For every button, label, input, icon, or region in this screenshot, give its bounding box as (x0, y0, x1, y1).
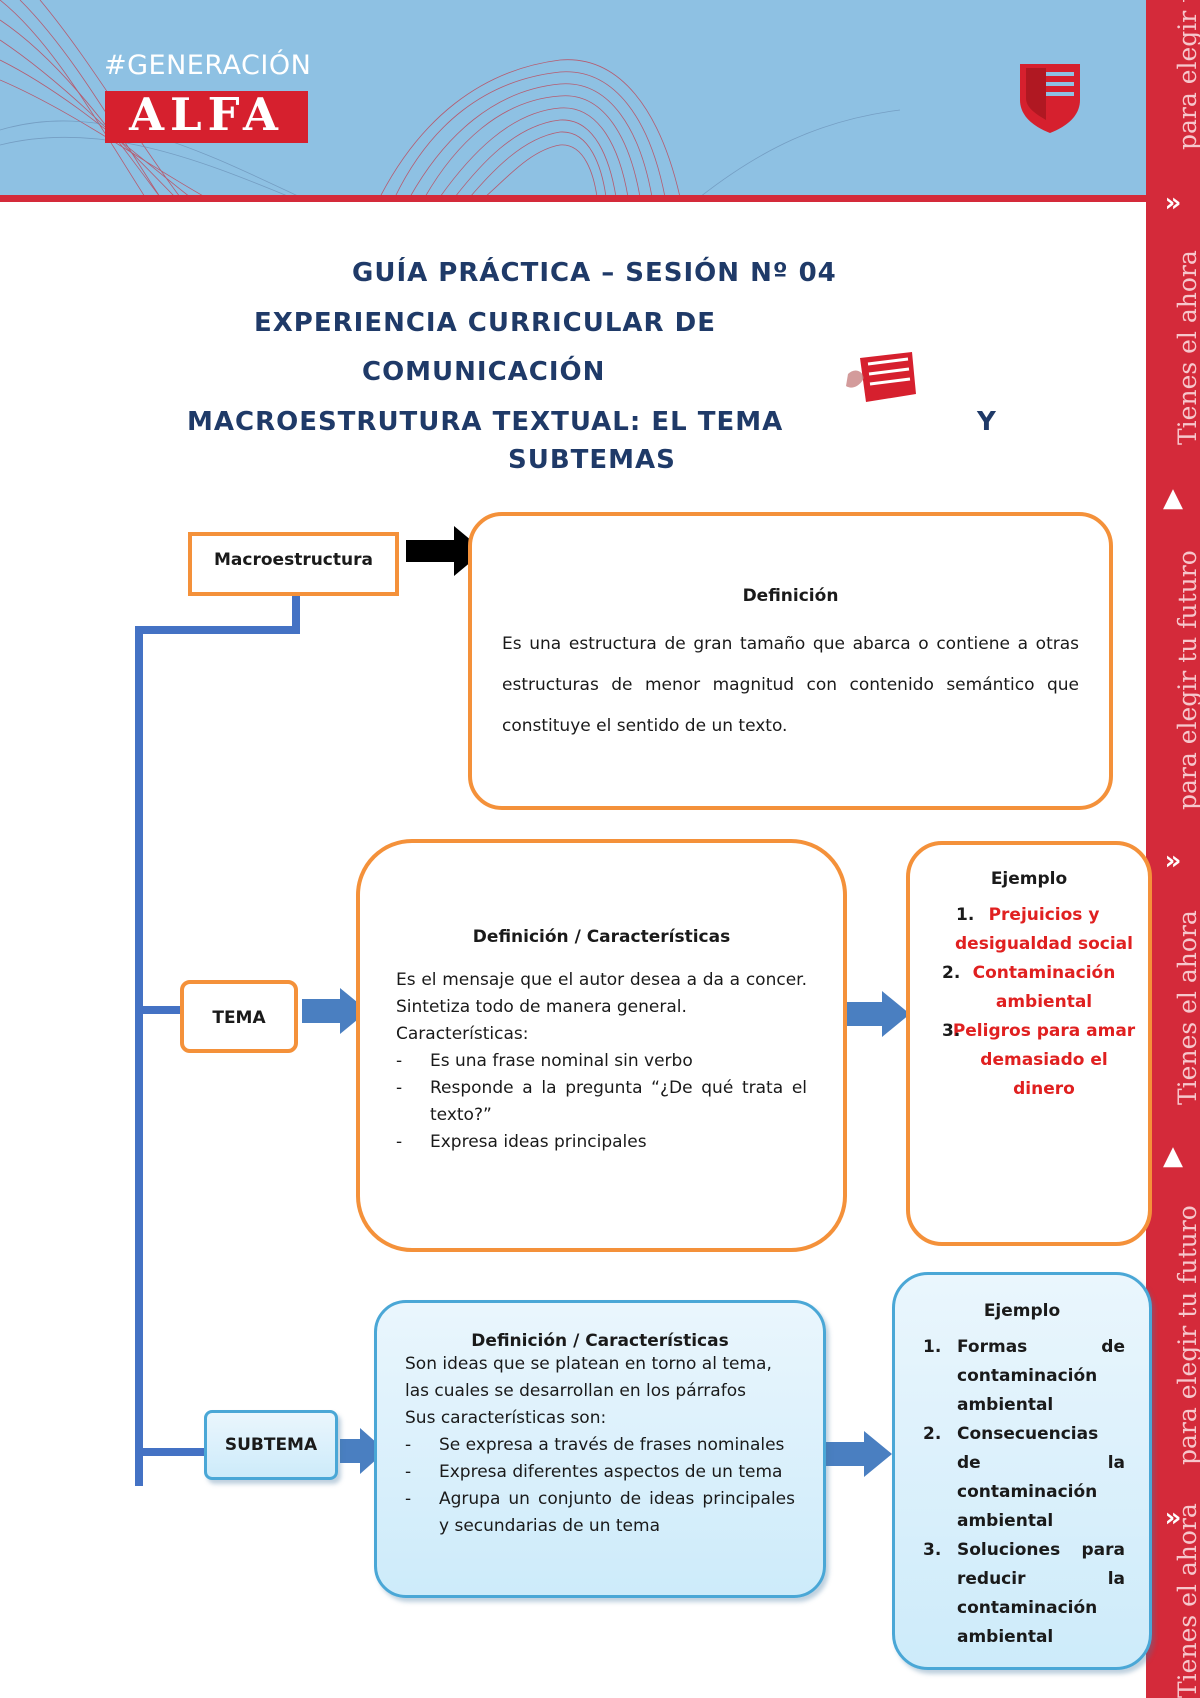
macroestructura-label: Macroestructura (214, 550, 373, 570)
example-item: Contaminación ambiental (972, 963, 1116, 1012)
slogan-text: para elegir tu futuro (1173, 1205, 1200, 1465)
tema-example-box: Ejemplo 1.Prejuicios y desigualdad socia… (906, 841, 1152, 1246)
subtema-characteristics-label: Sus características son: (405, 1408, 607, 1428)
alfa-brand-text: ALFA (129, 88, 284, 141)
double-arrow-up-icon: ▲ (1163, 1141, 1183, 1171)
page-title: GUÍA PRÁCTICA – SESIÓN Nº 04 (352, 258, 837, 288)
slogan-text: para elegir tu futuro (1173, 550, 1200, 810)
subtema-definition-heading: Definición / Características (471, 1331, 729, 1351)
example-number: 1. (956, 905, 975, 925)
example-item: Soluciones para reducir la contaminación… (957, 1540, 1125, 1647)
slogan-text: para elegir tu futuro (1173, 0, 1200, 150)
macro-definition-box: Definición Es una estructura de gran tam… (468, 512, 1113, 810)
example-number: 1. (923, 1337, 942, 1357)
list-item: Expresa ideas principales (396, 1129, 807, 1156)
book-logo-icon (846, 352, 916, 402)
subtema-label: SUBTEMA (224, 1435, 318, 1455)
example-number: 3. (923, 1540, 942, 1560)
tema-characteristics-label: Características: (396, 1024, 529, 1044)
chevron-up-icon: » (1164, 846, 1182, 876)
alfa-brand-box (105, 91, 308, 143)
subtema-example-box: Ejemplo 1. Formas de contaminación ambien… (892, 1272, 1152, 1670)
list-item: Agrupa un conjunto de ideas principales … (405, 1486, 795, 1540)
arrow-right-icon (826, 1431, 892, 1477)
tema-box: TEMA (180, 980, 298, 1053)
arrow-right-icon (340, 1428, 386, 1474)
generation-hashtag: #GENERACIÓN (104, 50, 312, 81)
example-item: Formas de contaminación ambiental (957, 1337, 1125, 1415)
tema-definition-box: Definición / Características Es el mensa… (356, 839, 847, 1252)
slogan-text: Tienes el ahora (1173, 1503, 1200, 1698)
list-item: Se expresa a través de frases nominales (405, 1432, 795, 1459)
header-red-rule (0, 195, 1146, 202)
connector-lines (135, 592, 300, 1486)
list-item: Es una frase nominal sin verbo (396, 1048, 807, 1075)
tema-label: TEMA (212, 1008, 266, 1028)
double-arrow-up-icon: ▲ (1163, 483, 1183, 513)
slogan-text: Tienes el ahora (1173, 250, 1200, 445)
slogan-text: Tienes el ahora (1173, 910, 1200, 1105)
example-number: 3. (942, 1021, 961, 1041)
tema-example-heading: Ejemplo (990, 869, 1068, 889)
university-shield-icon (1020, 64, 1080, 133)
arrow-right-icon (406, 526, 484, 576)
course-title-cont: COMUNICACIÓN (362, 357, 606, 387)
list-item: Responde a la pregunta “¿De qué trata el… (396, 1075, 807, 1129)
tema-definition-heading: Definición / Características (472, 927, 731, 947)
course-title: EXPERIENCIA CURRICULAR DE (254, 308, 716, 338)
definition-heading: Definición (742, 586, 839, 606)
side-slogan-strip: para elegir tu futuro » Tienes el ahora … (1146, 0, 1200, 1698)
arrow-right-icon (302, 988, 368, 1034)
topic-title-conj: Y (977, 407, 997, 437)
topic-title: MACROESTRUTURA TEXTUAL: EL TEMA (187, 407, 784, 437)
example-number: 2. (923, 1424, 942, 1444)
tema-intro-text: Es el mensaje que el autor desea a da a … (396, 970, 807, 1017)
banner-wave-graphic (0, 0, 901, 197)
subtema-intro-text: Son ideas que se platean en torno al tem… (405, 1354, 772, 1401)
macroestructura-box: Macroestructura (188, 532, 399, 596)
example-item: Consecuencias de la contaminación ambien… (957, 1424, 1125, 1531)
example-item: Prejuicios y desigualdad social (955, 905, 1133, 954)
subtema-definition-box: Definición / Características Son ideas q… (374, 1300, 826, 1598)
subtema-box: SUBTEMA (204, 1410, 338, 1480)
definition-text: Es una estructura de gran tamaño que aba… (502, 634, 1079, 736)
chevron-up-icon: » (1164, 1503, 1182, 1533)
subtema-example-heading: Ejemplo (983, 1301, 1061, 1321)
arrow-right-icon (844, 991, 910, 1037)
example-number: 2. (942, 963, 961, 983)
list-item: Expresa diferentes aspectos de un tema (405, 1459, 795, 1486)
chevron-up-icon: » (1164, 188, 1182, 218)
topic-title-cont: SUBTEMAS (508, 445, 676, 475)
example-item: Peligros para amar demasiado el dinero (952, 1021, 1136, 1099)
